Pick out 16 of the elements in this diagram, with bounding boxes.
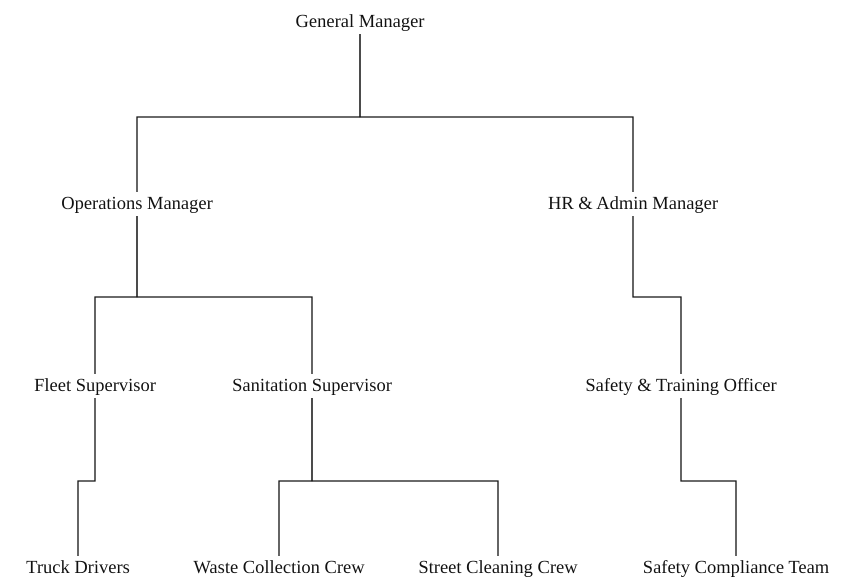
connector-line <box>359 34 634 192</box>
role-label: Safety & Training Officer <box>585 376 777 396</box>
connector-line <box>136 216 313 374</box>
connector-line <box>680 398 737 556</box>
connector-line <box>632 216 682 374</box>
role-label: Street Cleaning Crew <box>418 558 578 578</box>
role-label: General Manager <box>296 12 424 32</box>
role-label: Truck Drivers <box>26 558 130 578</box>
role-label: Fleet Supervisor <box>34 376 156 396</box>
role-label: Sanitation Supervisor <box>232 376 392 396</box>
connector-line <box>77 398 96 556</box>
role-label: Waste Collection Crew <box>193 558 365 578</box>
role-label: HR & Admin Manager <box>548 194 718 214</box>
connector-line <box>311 398 499 556</box>
role-label: Operations Manager <box>61 194 213 214</box>
role-label: Safety Compliance Team <box>642 558 830 578</box>
